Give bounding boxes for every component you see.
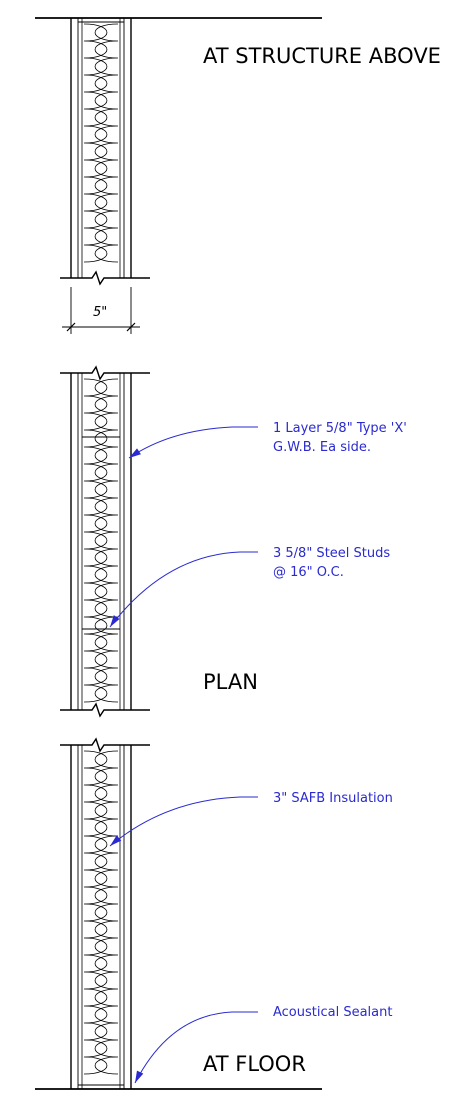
leader-insulation-line (109, 796, 258, 847)
section-plan (60, 365, 150, 718)
leader-gwb-line (128, 426, 258, 459)
section-bottom-insulation-loops-left (83, 750, 108, 1075)
dim-tick-right (126, 322, 136, 332)
callout-studs-line2: @ 16" O.C. (273, 565, 344, 580)
callout-gwb-line2: G.W.B. Ea side. (273, 440, 371, 455)
section-plan-top-break (60, 365, 150, 381)
wall-sections (35, 17, 322, 1090)
callout-sealant: Acoustical Sealant (273, 1003, 392, 1022)
title-at-structure-above: AT STRUCTURE ABOVE (203, 44, 441, 68)
leader-gwb-arrow (129, 448, 141, 458)
leader-lines (109, 426, 258, 1084)
section-bottom-top-break (60, 737, 150, 753)
callout-sealant-line1: Acoustical Sealant (273, 1005, 393, 1020)
callout-studs-line1: 3 5/8" Steel Studs (273, 546, 391, 561)
section-plan-insulation-loops-left (83, 378, 108, 703)
callout-gwb: 1 Layer 5/8" Type 'X' G.W.B. Ea side. (273, 419, 407, 457)
leader-sealant-line (134, 1011, 258, 1084)
title-plan: PLAN (203, 670, 258, 694)
section-bottom-insulation-loops-right (94, 750, 119, 1075)
leader-insulation-arrow (110, 835, 122, 846)
callout-steel-studs: 3 5/8" Steel Studs @ 16" O.C. (273, 544, 390, 582)
title-at-floor: AT FLOOR (203, 1052, 306, 1076)
leader-studs-arrow (110, 615, 120, 627)
callout-gwb-line1: 1 Layer 5/8" Type 'X' (273, 421, 407, 436)
section-top-insulation-loops-right (94, 23, 119, 263)
section-plan-insulation-loops-right (94, 378, 119, 703)
section-top (35, 17, 322, 286)
section-bottom (35, 737, 322, 1090)
section-top-bottom-break (60, 270, 150, 286)
dimension-line (62, 287, 140, 334)
dim-tick-left (66, 322, 76, 332)
section-plan-bottom-break (60, 702, 150, 718)
leader-studs-line (109, 551, 258, 628)
leader-sealant-arrow (135, 1070, 144, 1083)
callout-insulation-line1: 3" SAFB Insulation (273, 791, 393, 806)
dimension-label: 5" (93, 305, 108, 320)
section-top-insulation-loops-left (83, 23, 108, 263)
callout-insulation: 3" SAFB Insulation (273, 789, 393, 808)
